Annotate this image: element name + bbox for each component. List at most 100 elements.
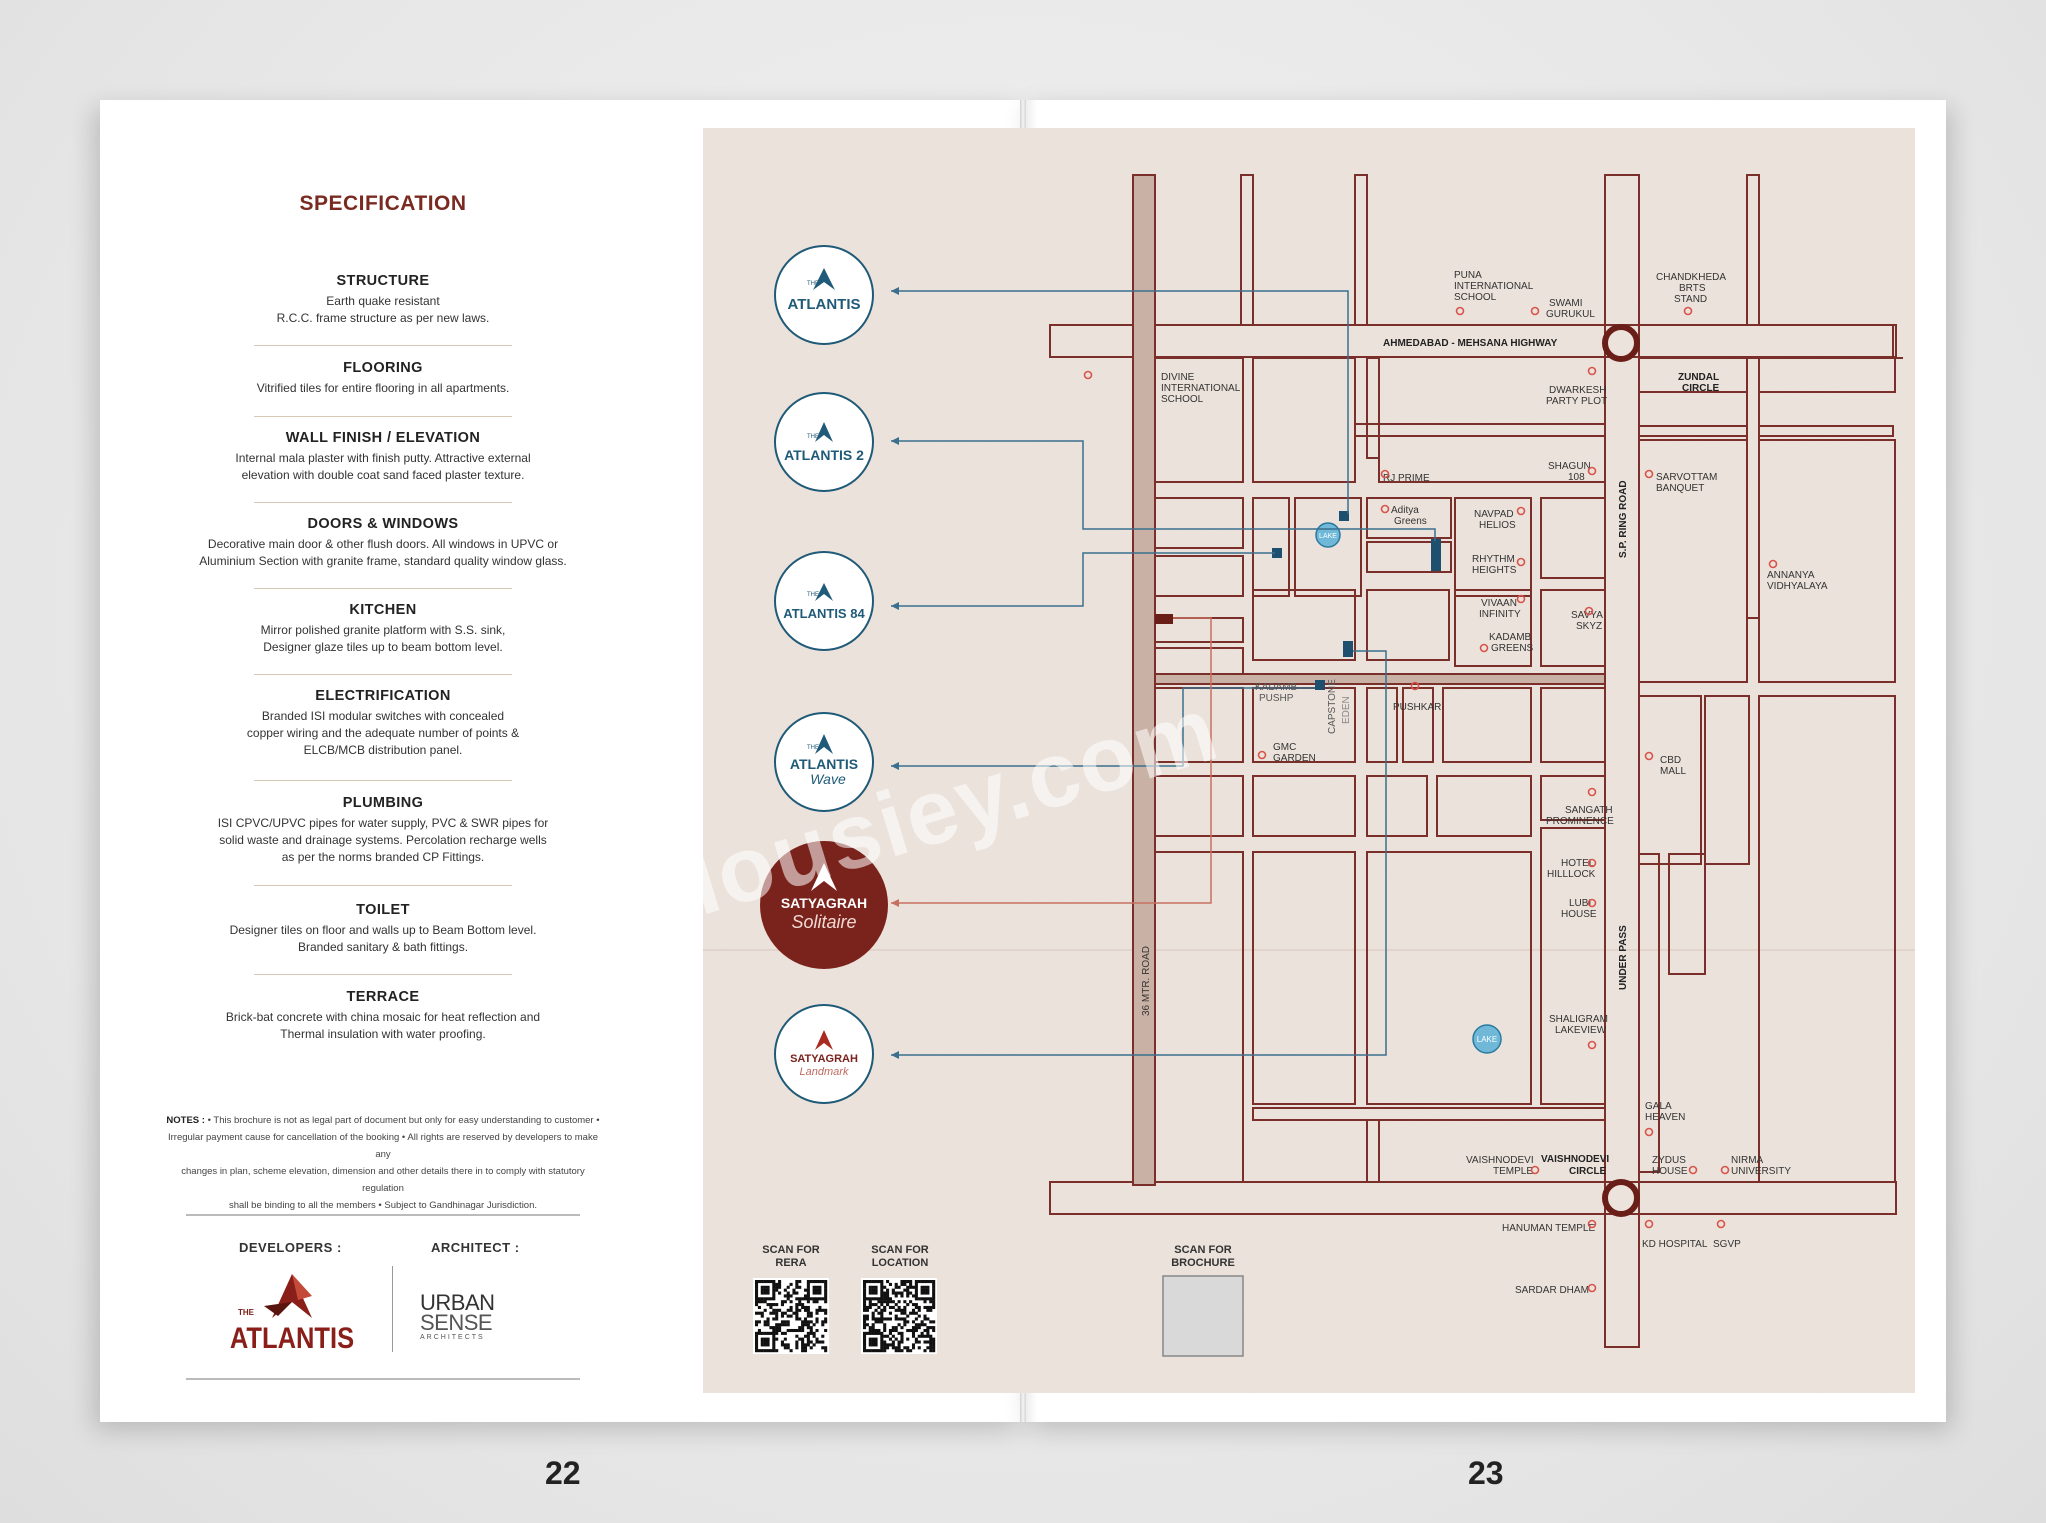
spec-wall-finish: WALL FINISH / ELEVATION Internal mala pl… (235, 430, 531, 482)
svg-text:CAPSTONE: CAPSTONE (1327, 679, 1338, 734)
svg-text:CHANDKHEDA: CHANDKHEDA (1656, 272, 1726, 283)
svg-text:PARTY PLOT: PARTY PLOT (1546, 396, 1607, 407)
svg-text:Aditya: Aditya (1391, 505, 1419, 516)
svg-text:SCHOOL: SCHOOL (1454, 292, 1497, 303)
svg-text:HOTEL: HOTEL (1561, 858, 1595, 869)
spec-plumbing: PLUMBING ISI CPVC/UPVC pipes for water s… (217, 795, 549, 864)
svg-text:EDEN: EDEN (1341, 696, 1352, 724)
svg-text:SGVP: SGVP (1713, 1239, 1741, 1250)
spec-doors-windows: DOORS & WINDOWS Decorative main door & o… (199, 516, 567, 568)
svg-text:PROMINENCE: PROMINENCE (1546, 816, 1614, 827)
qr-rera[interactable]: SCAN FOR RERA (753, 1244, 829, 1354)
project-logo-atlantis-2[interactable]: THE ATLANTIS 2 (774, 392, 874, 492)
roundabouts (1602, 324, 1640, 1217)
svg-text:RERA: RERA (775, 1257, 806, 1269)
connector-lines (891, 287, 1436, 1059)
lake-label-2: LAKE (1477, 1035, 1497, 1044)
underpass-label: UNDER PASS (1618, 925, 1629, 990)
svg-text:LOCATION: LOCATION (872, 1257, 929, 1269)
svg-text:Wave: Wave (810, 771, 846, 787)
svg-text:VIDHYALAYA: VIDHYALAYA (1767, 581, 1828, 592)
project-logo-atlantis-wave[interactable]: THE ATLANTIS Wave (774, 712, 874, 812)
qr-code-icon (863, 1280, 936, 1353)
project-logo-satyagrah-landmark[interactable]: SATYAGRAH Landmark (774, 1004, 874, 1104)
spec-toilet: TOILET Designer tiles on floor and walls… (229, 902, 537, 954)
divider (254, 974, 512, 975)
mtr-road-label: 36 MTR. ROAD (1141, 946, 1152, 1016)
svg-text:PUNA: PUNA (1454, 270, 1482, 281)
divider (254, 345, 512, 346)
svg-text:SCHOOL: SCHOOL (1161, 394, 1204, 405)
svg-text:RHYTHM: RHYTHM (1472, 554, 1515, 565)
svg-text:INTERNATIONAL: INTERNATIONAL (1454, 281, 1534, 292)
credits-divider (392, 1266, 393, 1352)
spec-kitchen: KITCHEN Mirror polished granite platform… (260, 602, 506, 654)
svg-text:ATLANTIS: ATLANTIS (790, 756, 858, 772)
svg-text:Greens: Greens (1394, 516, 1427, 527)
architect-label: ARCHITECT : (431, 1240, 520, 1255)
svg-text:LUBI: LUBI (1569, 898, 1591, 909)
zundal-label-2: CIRCLE (1682, 383, 1720, 394)
svg-text:VAISHNODEVI: VAISHNODEVI (1466, 1155, 1534, 1166)
svg-text:RJ PRIME: RJ PRIME (1383, 473, 1430, 484)
spec-title: SPECIFICATION (299, 192, 467, 215)
vaishnodevi-circle-label-1: VAISHNODEVI (1541, 1154, 1609, 1165)
divider (254, 674, 512, 675)
road-labels: AHMEDABAD - MEHSANA HIGHWAY S.P. RING RO… (1141, 338, 1720, 1177)
svg-text:BROCHURE: BROCHURE (1171, 1257, 1235, 1269)
svg-text:SARDAR DHAM: SARDAR DHAM (1515, 1285, 1589, 1296)
project-logo-atlantis[interactable]: THE ATLANTIS (774, 245, 874, 345)
svg-text:ZYDUS: ZYDUS (1652, 1155, 1686, 1166)
divider (254, 885, 512, 886)
vaishnodevi-circle-label-2: CIRCLE (1569, 1166, 1607, 1177)
svg-text:HANUMAN TEMPLE: HANUMAN TEMPLE (1502, 1223, 1595, 1234)
svg-text:DWARKESH: DWARKESH (1549, 385, 1606, 396)
svg-text:HEIGHTS: HEIGHTS (1472, 565, 1517, 576)
svg-text:SCAN FOR: SCAN FOR (1174, 1244, 1232, 1256)
lake-marker-2 (1472, 1024, 1502, 1054)
qr-brochure[interactable]: SCAN FOR BROCHURE (1162, 1244, 1244, 1357)
project-logo-satyagrah-solitaire[interactable]: SATYAGRAH Solitaire (760, 841, 888, 969)
svg-text:SHALIGRAM: SHALIGRAM (1549, 1014, 1608, 1025)
divider (254, 588, 512, 589)
svg-text:CBD: CBD (1660, 755, 1681, 766)
location-pin-icons (1083, 306, 1778, 1293)
divider (254, 416, 512, 417)
svg-text:UNIVERSITY: UNIVERSITY (1731, 1166, 1791, 1177)
svg-text:HILLLOCK: HILLLOCK (1547, 869, 1596, 880)
svg-text:SHAGUN: SHAGUN (1548, 461, 1591, 472)
svg-text:SKYZ: SKYZ (1576, 621, 1602, 632)
svg-text:GURUKUL: GURUKUL (1546, 309, 1595, 320)
svg-text:THE: THE (807, 434, 819, 440)
spec-electrification: ELECTRIFICATION Branded ISI modular swit… (246, 688, 520, 757)
qr-code-icon (755, 1280, 828, 1353)
svg-text:THE: THE (807, 281, 819, 287)
svg-text:KADAMB: KADAMB (1255, 682, 1298, 693)
credits-top-rule (186, 1214, 580, 1216)
svg-text:SATYAGRAH: SATYAGRAH (781, 895, 867, 911)
svg-text:ATLANTIS 84: ATLANTIS 84 (783, 606, 865, 621)
spec-flooring: FLOORING Vitrified tiles for entire floo… (256, 360, 510, 395)
project-logo-atlantis-84[interactable]: THE ATLANTIS 84 (774, 551, 874, 651)
svg-text:TEMPLE: TEMPLE (1493, 1166, 1533, 1177)
qr-location[interactable]: SCAN FOR LOCATION (861, 1244, 937, 1354)
architect-logo: URBAN SENSE ARCHITECTS (420, 1290, 495, 1341)
lake-label-1: LAKE (1319, 533, 1337, 540)
svg-text:THE: THE (807, 745, 819, 751)
divider (254, 502, 512, 503)
svg-text:HELIOS: HELIOS (1479, 520, 1516, 531)
svg-text:MALL: MALL (1660, 766, 1687, 777)
svg-text:108: 108 (1568, 472, 1585, 483)
svg-text:HOUSE: HOUSE (1561, 909, 1597, 920)
svg-text:PUSHKAR: PUSHKAR (1393, 702, 1441, 713)
svg-text:SAVYA: SAVYA (1571, 610, 1603, 621)
spec-terrace: TERRACE Brick-bat concrete with china mo… (225, 989, 541, 1041)
svg-text:GREENS: GREENS (1491, 643, 1534, 654)
developer-logo: THE ATLANTIS (212, 1266, 372, 1366)
project-site-markers (1155, 511, 1441, 690)
svg-text:SCAN FOR: SCAN FOR (762, 1244, 820, 1256)
page-number-right: 23 (1468, 1455, 1504, 1491)
svg-text:SATYAGRAH: SATYAGRAH (790, 1053, 858, 1065)
